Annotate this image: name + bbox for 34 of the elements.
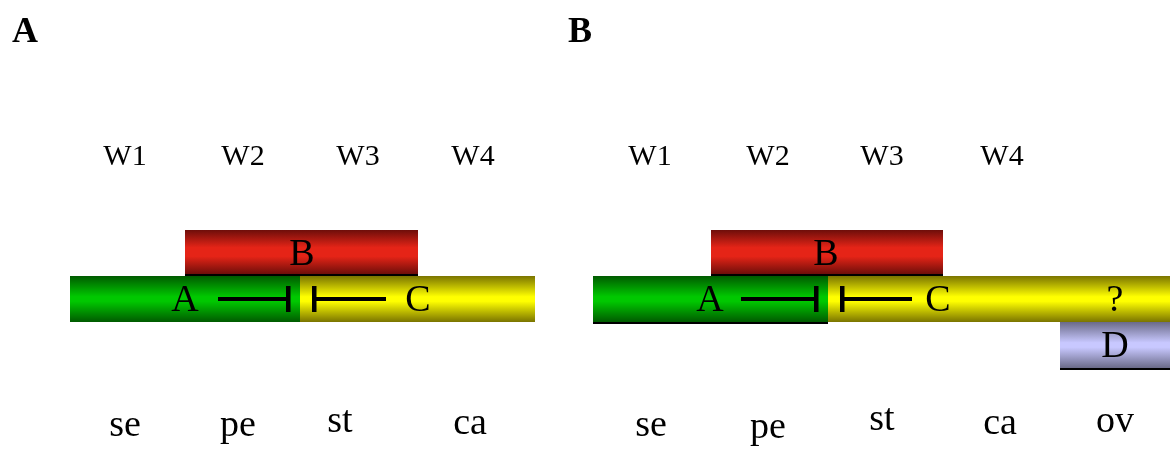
whorl-label: W3 [336,140,380,170]
bar-label: B [813,233,839,271]
whorl-label: W4 [980,140,1024,170]
organ-label: ca [983,402,1017,440]
bar-label: C [405,279,431,317]
panel-letter: B [568,12,592,48]
bar-label: C [925,279,951,317]
bar-label: A [171,279,199,317]
a-function-bar [70,276,300,322]
whorl-label: W1 [103,140,147,170]
organ-label: se [109,404,141,442]
organ-label: se [635,404,667,442]
bar-label: ? [1106,279,1124,317]
bar-label: A [696,279,724,317]
whorl-label: W1 [628,140,672,170]
organ-label: ov [1096,400,1134,438]
organ-label: pe [750,406,786,444]
bar-label: D [1101,325,1129,363]
whorl-label: W3 [860,140,904,170]
whorl-label: W2 [746,140,790,170]
whorl-label: W2 [221,140,265,170]
organ-label: st [327,400,353,438]
bar-label: B [289,233,315,271]
c-function-bar [300,276,535,322]
b-function-bar [711,230,943,276]
organ-label: ca [453,402,487,440]
organ-label: pe [220,404,256,442]
a-function-bar [593,276,828,324]
b-function-bar [185,230,418,276]
panel-letter: A [12,12,38,48]
c-function-bar [828,276,1170,322]
d-function-bar [1060,322,1170,370]
organ-label: st [869,398,895,436]
whorl-label: W4 [451,140,495,170]
